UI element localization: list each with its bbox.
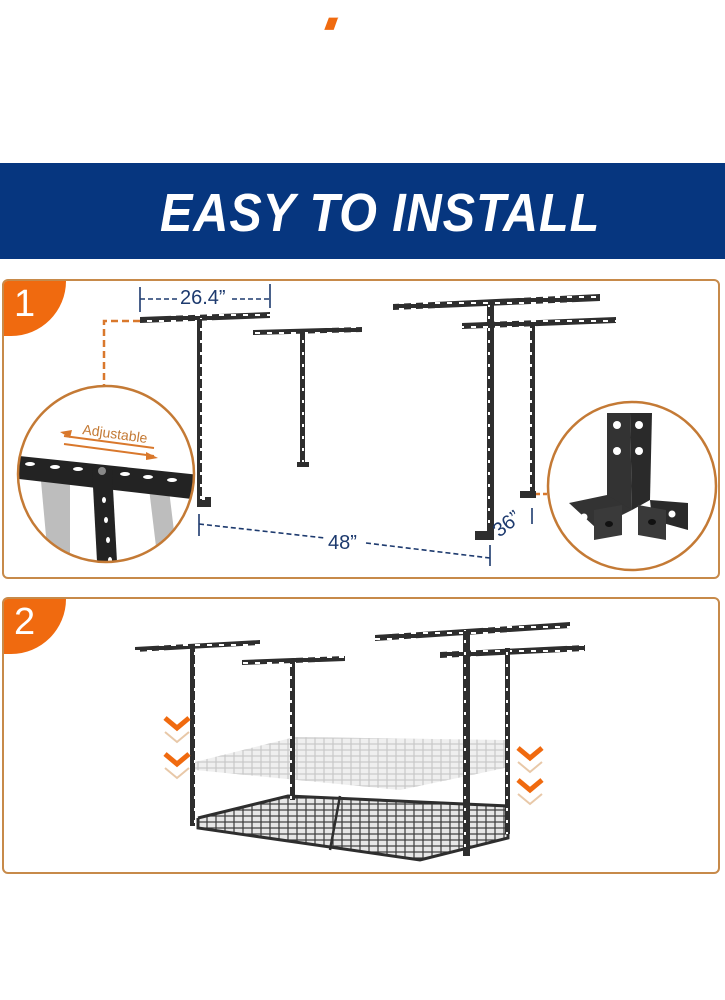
adjustable-detail-zoom: Adjustable (16, 384, 196, 564)
step-1-rack-parts (102, 294, 616, 540)
step-2-rack-assembled (135, 622, 585, 862)
header-banner (0, 163, 725, 259)
step-1-number: 1 (14, 283, 36, 325)
down-arrows-icon (163, 716, 544, 806)
step-1-badge: 1 (4, 281, 66, 336)
length-label: 48” (328, 532, 357, 554)
banner-title: EASY TO INSTALL (160, 183, 601, 243)
banner-accent-tab (324, 17, 339, 30)
corner-bracket-zoom (546, 400, 718, 572)
crossbar-width-label: 26.4” (180, 287, 226, 309)
step-2-number: 2 (14, 601, 36, 643)
dimension-lines (139, 284, 533, 566)
